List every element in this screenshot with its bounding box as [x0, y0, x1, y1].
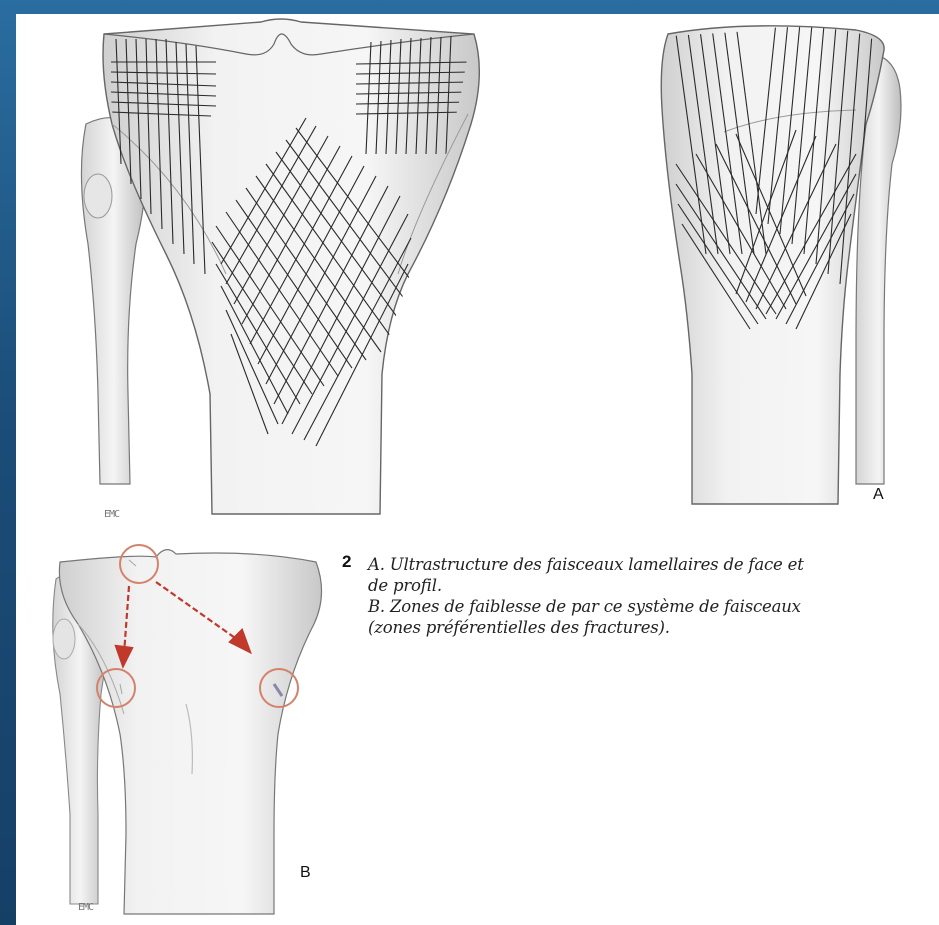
panel-label-b: B [300, 864, 311, 882]
slide-canvas: A B EMC EMC 2 A. Ultrastructure des fais… [16, 14, 939, 925]
caption-line-1: A. Ultrastructure des faisceaux lamellai… [368, 554, 939, 575]
figure-illustration [16, 14, 939, 925]
caption-line-2: de profil. [368, 575, 939, 596]
emc-signature-b-text: EMC [78, 902, 93, 913]
tibia-side-view [661, 22, 901, 504]
figure-number: 2 [342, 552, 351, 572]
panel-label-a: A [873, 486, 884, 504]
emc-signature-b: EMC [78, 902, 93, 913]
emc-signature-a: EMC [104, 509, 119, 520]
caption-line-4: (zones préférentielles des fractures). [368, 617, 939, 638]
figure-caption: A. Ultrastructure des faisceaux lamellai… [368, 554, 939, 638]
tibia-weakness-zones [53, 545, 322, 914]
emc-signature-a-text: EMC [104, 509, 119, 520]
caption-line-3: B. Zones de faiblesse de par ce système … [368, 596, 939, 617]
tibia-front-view [81, 19, 479, 514]
